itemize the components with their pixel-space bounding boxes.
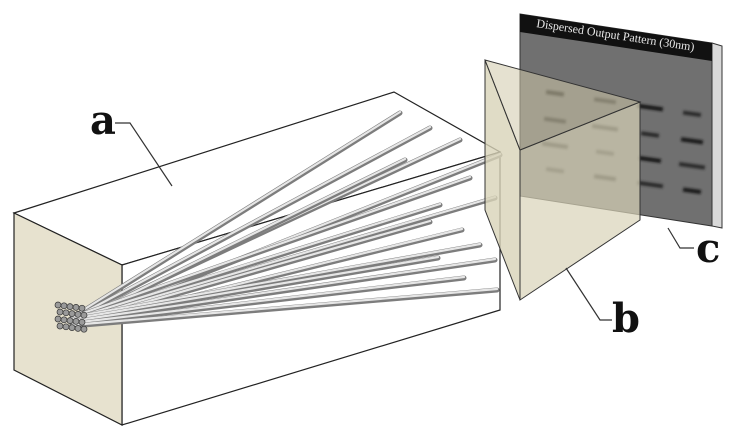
- fiber-end: [68, 310, 76, 317]
- fiber-end: [66, 317, 74, 324]
- fiber-end: [56, 322, 64, 330]
- pattern-spot: [640, 131, 660, 138]
- leader-line-b: [565, 267, 612, 321]
- fiber-end: [54, 315, 62, 323]
- callout-a: a: [90, 97, 173, 187]
- fiber: [70, 257, 497, 323]
- fiber: [70, 287, 499, 327]
- fiber: [70, 202, 442, 321]
- fiber-end: [78, 318, 86, 326]
- fiber-end: [80, 311, 88, 319]
- pattern-spot: [680, 137, 704, 145]
- fiber-bundle-end: [54, 301, 88, 333]
- fiber-end: [80, 325, 88, 333]
- pattern-spot: [678, 162, 706, 170]
- fiber-end: [74, 325, 82, 332]
- fiber-end: [72, 318, 80, 325]
- fiber-end: [60, 302, 68, 310]
- fiber-end: [60, 316, 68, 324]
- pattern-spot: [682, 110, 702, 118]
- label-b: b: [612, 295, 640, 342]
- fiber: [70, 255, 440, 321]
- fibers: [69, 110, 503, 329]
- pattern-spot: [636, 180, 664, 189]
- fiber-end: [74, 311, 82, 318]
- leader-line-a: [115, 122, 173, 187]
- fiber: [70, 157, 407, 325]
- fiber-end: [54, 301, 62, 309]
- fiber: [70, 110, 402, 319]
- fiber: [70, 242, 482, 319]
- fiber: [70, 125, 432, 321]
- fiber-end: [66, 303, 74, 310]
- screen-edge: [711, 42, 723, 229]
- screen-title-bar: [520, 14, 712, 61]
- fiber-end: [62, 323, 70, 331]
- fiber-end: [78, 304, 86, 312]
- prism: [484, 59, 642, 301]
- leader-line-c: [667, 227, 694, 249]
- fiber: [70, 175, 472, 319]
- prism-top-face: [484, 59, 642, 151]
- pattern-spot: [638, 155, 662, 164]
- pattern-spot: [682, 187, 702, 195]
- fiber: [70, 275, 466, 325]
- fiber: [70, 195, 497, 323]
- fiber-end: [68, 324, 76, 331]
- fiber-end: [72, 304, 80, 311]
- fiber-end: [62, 309, 70, 317]
- callout-b: b: [565, 267, 640, 342]
- label-c: c: [696, 225, 720, 272]
- pattern-spot: [636, 103, 664, 112]
- callout-c: c: [667, 225, 720, 272]
- fiber-end: [56, 308, 64, 316]
- label-a: a: [90, 97, 116, 144]
